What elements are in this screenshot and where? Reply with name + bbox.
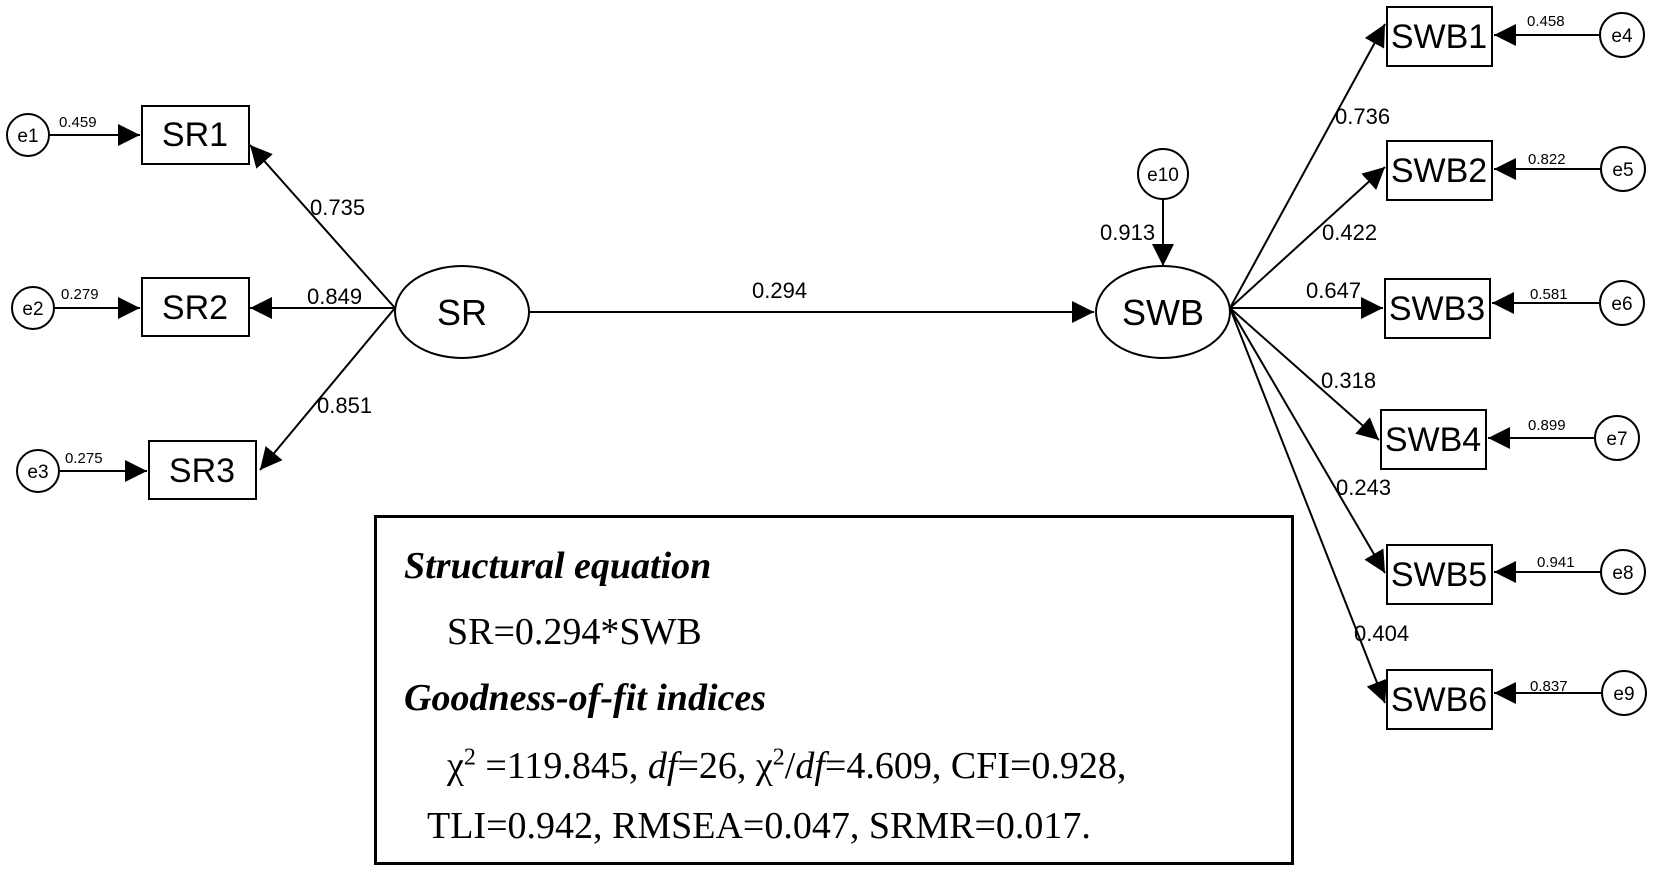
swb6-loading: 0.404 [1354, 621, 1409, 646]
fit-indices-heading: Goodness-of-fit indices [404, 677, 767, 719]
e2-circle [11, 286, 55, 330]
swb1-loading: 0.736 [1335, 104, 1390, 129]
e1-label: e1 [17, 126, 38, 147]
swb4-loading: 0.318 [1321, 368, 1376, 393]
path-sr-sr1 [249, 144, 396, 309]
structural-equation: SR=0.294*SWB [447, 611, 702, 653]
e5-circle [1600, 146, 1646, 192]
chi2-superscript: 2 [463, 744, 476, 771]
swb2-loading: 0.422 [1322, 220, 1377, 245]
e10-circle [1137, 148, 1189, 200]
e1-circle [6, 113, 50, 157]
e7-circle [1594, 415, 1640, 461]
sr1-label: SR1 [162, 116, 228, 154]
e5-weight: 0.822 [1528, 151, 1566, 168]
e6-label: e6 [1611, 294, 1632, 315]
sr2-loading: 0.849 [307, 284, 362, 309]
e5-label: e5 [1612, 160, 1633, 181]
chi2-value: =119.845, [475, 745, 648, 787]
e9-label: e9 [1613, 684, 1634, 705]
swb4-label: SWB4 [1385, 421, 1481, 459]
path-sr-sr3 [259, 307, 396, 471]
df-label: df [647, 745, 678, 787]
sr1-box [141, 105, 250, 165]
e8-circle [1600, 549, 1646, 595]
sr3-loading: 0.851 [317, 393, 372, 418]
path-swb-swb5 [1229, 307, 1386, 574]
fit-indices-line-2: TLI=0.942, RMSEA=0.047, SRMR=0.017. [427, 805, 1091, 847]
e2-weight: 0.279 [61, 286, 99, 303]
e3-weight: 0.275 [65, 450, 103, 467]
e8-label: e8 [1612, 563, 1633, 584]
path-swb-swb4 [1229, 307, 1380, 441]
e7-weight: 0.899 [1528, 417, 1566, 434]
e6-weight: 0.581 [1530, 286, 1568, 303]
equation-box: Structural equation SR=0.294*SWB Goodnes… [374, 515, 1294, 865]
swb-latent [1095, 265, 1231, 359]
swb4-box [1380, 409, 1487, 470]
ratio-superscript: 2 [772, 744, 785, 771]
e2-label: e2 [22, 299, 43, 320]
sr3-label: SR3 [169, 452, 235, 490]
swb6-label: SWB6 [1391, 681, 1487, 719]
df-value: =26, [677, 745, 756, 787]
swb3-loading: 0.647 [1306, 278, 1361, 303]
ratio-chi-symbol: χ [755, 745, 773, 787]
path-sr-swb-coef: 0.294 [752, 278, 807, 303]
e4-label: e4 [1611, 26, 1633, 47]
sr3-box [148, 440, 257, 500]
ratio-slash: / [784, 745, 796, 787]
e10-weight: 0.913 [1100, 220, 1155, 245]
path-swb-swb1 [1229, 23, 1386, 309]
swb2-label: SWB2 [1391, 152, 1487, 190]
swb3-box [1384, 278, 1491, 339]
path-swb-swb6 [1229, 307, 1388, 704]
e8-weight: 0.941 [1537, 554, 1575, 571]
e1-weight: 0.459 [59, 114, 97, 131]
swb5-label: SWB5 [1391, 556, 1487, 594]
sr2-box [141, 277, 250, 337]
swb5-loading: 0.243 [1336, 475, 1391, 500]
e10-label: e10 [1147, 165, 1179, 186]
swb1-box [1386, 6, 1493, 67]
sr1-loading: 0.735 [310, 195, 365, 220]
swb6-box [1386, 669, 1493, 730]
chi2-symbol: χ [447, 745, 464, 787]
e7-label: e7 [1606, 429, 1627, 450]
e3-label: e3 [27, 462, 48, 483]
fit-indices-line-1: χ2 =119.845, df=26, χ2/df=4.609, CFI=0.9… [447, 744, 1126, 788]
swb1-label: SWB1 [1391, 18, 1487, 56]
swb-latent-label: SWB [1122, 292, 1204, 333]
ratio-value: =4.609, [824, 745, 951, 787]
e6-circle [1599, 280, 1645, 326]
path-swb-swb2 [1229, 166, 1386, 309]
swb3-label: SWB3 [1389, 290, 1485, 328]
e4-weight: 0.458 [1527, 13, 1565, 30]
swb2-box [1386, 140, 1493, 201]
sr2-label: SR2 [162, 289, 228, 327]
e9-weight: 0.837 [1530, 678, 1568, 695]
cfi-value: CFI=0.928, [950, 745, 1127, 787]
structural-equation-heading: Structural equation [404, 545, 712, 587]
sr-latent-label: SR [437, 292, 487, 333]
e3-circle [16, 449, 60, 493]
e9-circle [1601, 670, 1647, 716]
e4-circle [1599, 12, 1645, 58]
ratio-df-label: df [795, 745, 825, 787]
swb5-box [1386, 544, 1493, 605]
